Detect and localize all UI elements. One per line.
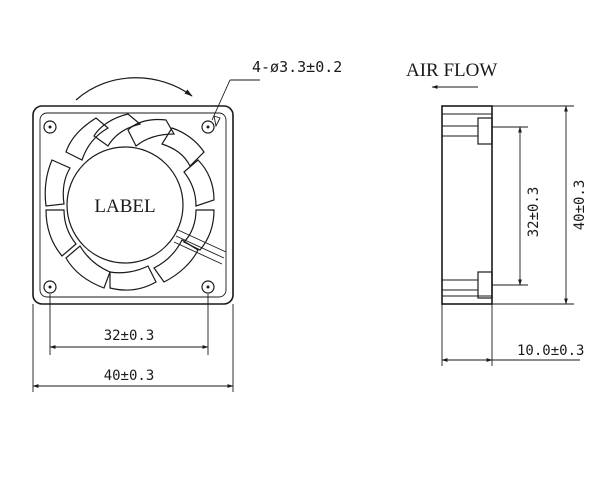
fan-frame — [32, 105, 234, 305]
dim-hole-spacing-h: 32±0.3 — [49, 294, 209, 355]
fan-side-body — [441, 105, 493, 305]
svg-text:40±0.3: 40±0.3 — [104, 368, 155, 384]
svg-text:40±0.3: 40±0.3 — [572, 180, 588, 231]
mounting-holes — [43, 120, 215, 294]
dim-hole-spacing-v: 32±0.3 — [492, 126, 542, 286]
fan-label-text: LABEL — [94, 196, 155, 217]
side-view: AIR FLOW 32±0.3 40±0.3 — [406, 60, 588, 366]
fan-blades — [44, 113, 215, 291]
fan-frame-inner — [39, 112, 227, 298]
svg-text:10.0±0.3: 10.0±0.3 — [517, 343, 584, 359]
cable-exit — [173, 229, 227, 265]
svg-text:32±0.3: 32±0.3 — [104, 328, 155, 344]
front-view: LABEL 4-ø3.3±0.2 32±0.3 40±0.3 — [32, 58, 342, 392]
svg-text:32±0.3: 32±0.3 — [526, 187, 542, 238]
curved-arrow-icon — [75, 77, 193, 101]
dim-thickness: 10.0±0.3 — [441, 304, 584, 366]
fan-hub — [66, 146, 184, 264]
air-flow-label: AIR FLOW — [406, 60, 497, 81]
dim-overall-height: 40±0.3 — [492, 105, 588, 305]
hole-spec-label: 4-ø3.3±0.2 — [252, 58, 342, 76]
dim-overall-width: 40±0.3 — [32, 304, 234, 392]
